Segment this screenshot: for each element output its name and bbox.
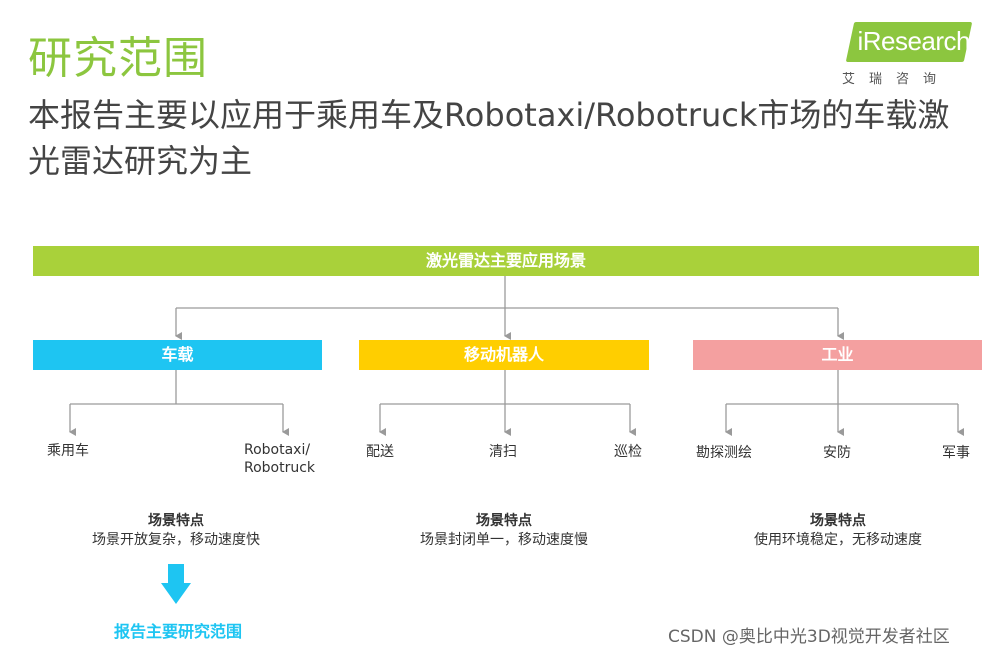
category-industry: 工业: [693, 340, 982, 370]
leaf-delivery: 配送: [366, 444, 394, 460]
logo-cn-text: 艾瑞咨询: [842, 72, 951, 87]
leaf-surveying: 勘探测绘: [696, 445, 752, 461]
feature-car: 场景特点 场景开放复杂，移动速度快: [56, 512, 296, 550]
leaf-passenger-car: 乘用车: [47, 443, 89, 459]
category-mobile-robot: 移动机器人: [359, 340, 649, 370]
root-node: 激光雷达主要应用场景: [33, 246, 979, 276]
iresearch-logo: iResearch 艾瑞咨询: [840, 22, 975, 88]
watermark: CSDN @奥比中光3D视觉开发者社区: [668, 627, 950, 647]
feature-car-text: 场景开放复杂，移动速度快: [92, 532, 260, 548]
leaf-cleaning: 清扫: [489, 444, 517, 460]
logo-text: iResearch: [857, 26, 970, 56]
feature-industry: 场景特点 使用环境稳定，无移动速度: [718, 512, 958, 550]
leaf-inspection: 巡检: [614, 444, 642, 460]
page-title: 研究范围: [28, 33, 208, 84]
leaf-robotaxi-robotruck: Robotaxi/ Robotruck: [244, 442, 316, 476]
feature-industry-title: 场景特点: [810, 513, 866, 529]
feature-robot-text: 场景封闭单一，移动速度慢: [420, 532, 588, 548]
leaf-military: 军事: [942, 445, 970, 461]
feature-robot-title: 场景特点: [476, 513, 532, 529]
feature-robot: 场景特点 场景封闭单一，移动速度慢: [384, 512, 624, 550]
category-car: 车载: [33, 340, 322, 370]
page-subtitle: 本报告主要以应用于乘用车及Robotaxi/Robotruck市场的车载激光雷达…: [28, 96, 950, 180]
leaf-security: 安防: [823, 445, 851, 461]
feature-car-title: 场景特点: [148, 513, 204, 529]
report-scope-label: 报告主要研究范围: [113, 622, 242, 641]
feature-industry-text: 使用环境稳定，无移动速度: [754, 532, 922, 548]
scope-arrow-icon: [161, 564, 191, 604]
